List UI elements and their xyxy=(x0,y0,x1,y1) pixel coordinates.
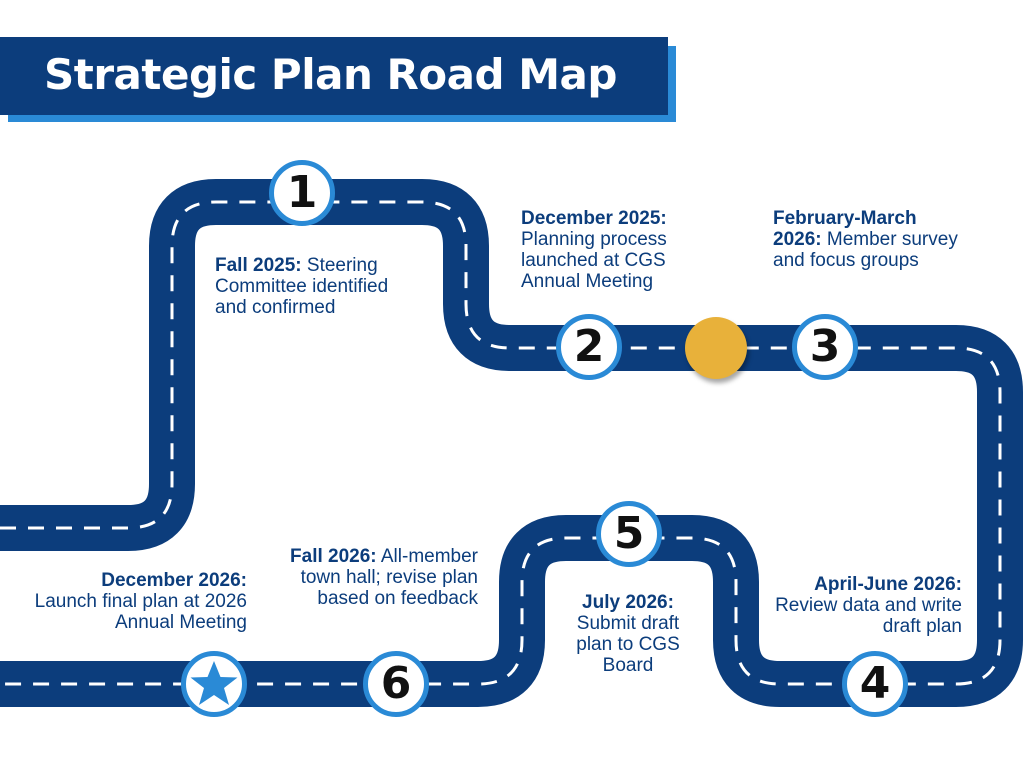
step-2-number: 2 xyxy=(573,321,605,372)
step-2-date: December 2025: xyxy=(521,208,667,229)
step-6-description: All-member town hall; revise plan based … xyxy=(300,546,478,609)
step-6-badge: 6 xyxy=(363,651,429,717)
step-6-date: Fall 2026: xyxy=(290,546,377,567)
final-step-date: December 2026: xyxy=(101,570,247,591)
step-5-badge: 5 xyxy=(596,501,662,567)
progress-marker-dot xyxy=(685,317,747,379)
step-1-date: Fall 2025: xyxy=(215,255,302,276)
step-5-date: July 2026: xyxy=(582,592,674,613)
page-title: Strategic Plan Road Map xyxy=(44,50,617,99)
final-star-badge xyxy=(181,651,247,717)
step-3-badge: 3 xyxy=(792,314,858,380)
step-3-date: February-March 2026: xyxy=(773,208,917,250)
step-6-number: 6 xyxy=(380,658,412,709)
star-icon xyxy=(190,661,238,705)
step-2-text: December 2025: Planning process launched… xyxy=(521,208,711,292)
step-3-description: Member survey and focus groups xyxy=(773,229,958,271)
step-6-text: Fall 2026: All-member town hall; revise … xyxy=(278,546,478,609)
step-1-description: Steering Committee identified and confir… xyxy=(215,255,389,318)
step-1-text: Fall 2025: Steering Committee identified… xyxy=(215,255,415,318)
step-4-date: April-June 2026: xyxy=(814,574,962,595)
step-5-number: 5 xyxy=(613,508,645,559)
step-5-text: July 2026: Submit draft plan to CGS Boar… xyxy=(558,592,698,676)
step-1-number: 1 xyxy=(286,167,318,218)
step-1-badge: 1 xyxy=(269,160,335,226)
step-3-number: 3 xyxy=(809,321,841,372)
step-2-badge: 2 xyxy=(556,314,622,380)
step-4-number: 4 xyxy=(859,658,891,709)
step-4-badge: 4 xyxy=(842,651,908,717)
step-3-text: February-March 2026: Member survey and f… xyxy=(773,208,963,271)
step-4-text: April-June 2026: Review data and write d… xyxy=(770,574,962,637)
final-step-description: Launch final plan at 2026 Annual Meeting xyxy=(34,591,247,633)
step-2-description: Planning process launched at CGS Annual … xyxy=(521,229,667,292)
final-step-text: December 2026: Launch final plan at 2026… xyxy=(20,570,247,633)
step-5-description: Submit draft plan to CGS Board xyxy=(576,613,680,676)
step-4-description: Review data and write draft plan xyxy=(775,595,962,637)
title-banner xyxy=(0,37,668,115)
